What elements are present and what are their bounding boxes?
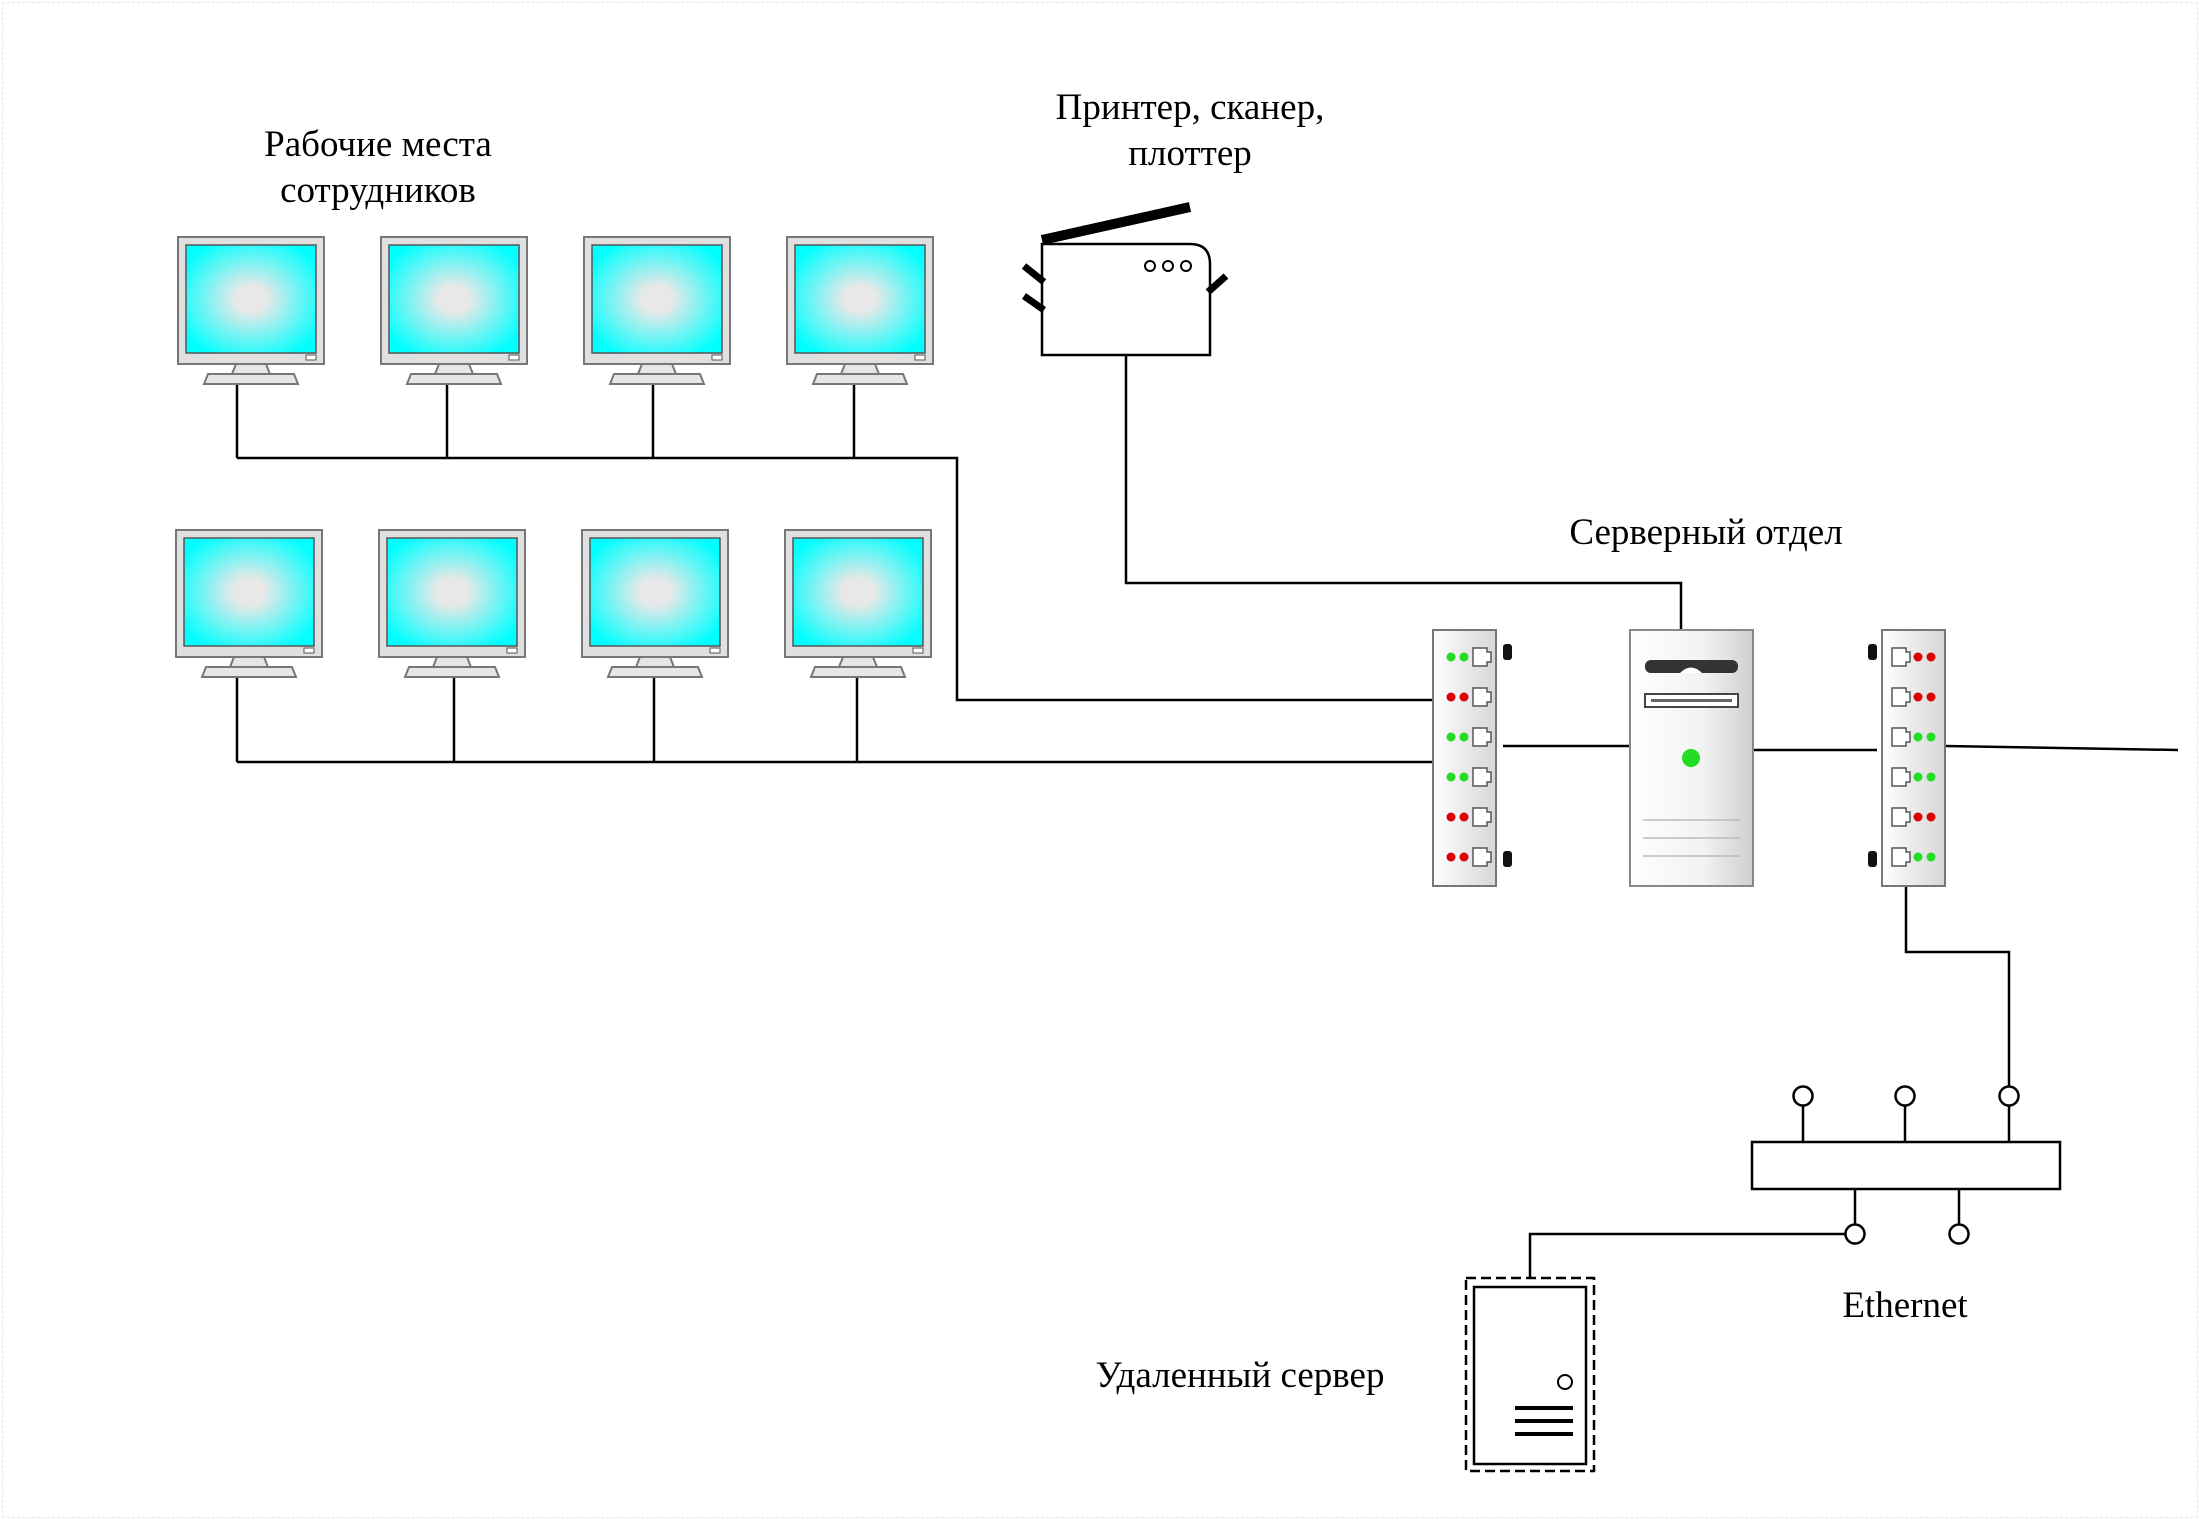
status-led — [1913, 812, 1923, 822]
remote-server-label: Удаленный сервер — [1070, 1353, 1410, 1399]
switch-port — [1472, 807, 1492, 827]
status-led — [1913, 732, 1923, 742]
status-led — [1926, 692, 1936, 702]
ethernet-label-text: Ethernet — [1842, 1285, 1968, 1326]
switch-port — [1472, 727, 1492, 747]
monitor-icon — [581, 529, 729, 678]
network-wires — [235, 355, 2179, 1278]
printer-label: Принтер, сканер, плоттер — [1030, 85, 1350, 177]
status-led — [1446, 772, 1456, 782]
status-led — [1446, 732, 1456, 742]
switch-port — [1891, 727, 1911, 747]
switch-icon — [1868, 629, 1946, 887]
status-led — [1459, 692, 1469, 702]
printer-label-line1: Принтер, сканер, — [1055, 87, 1325, 128]
printer-icon — [1021, 202, 1229, 357]
switch-port — [1472, 647, 1492, 667]
monitor-icon — [378, 529, 526, 678]
switch-port — [1891, 687, 1911, 707]
monitor-icon — [784, 529, 932, 678]
server-department-label-text: Серверный отдел — [1569, 512, 1843, 553]
server-tower-icon — [1629, 629, 1754, 887]
status-led — [1446, 812, 1456, 822]
remote-server-icon — [1464, 1276, 1596, 1473]
monitor-icon — [380, 236, 528, 385]
monitor-icon — [177, 236, 325, 385]
switch-icon — [1432, 629, 1512, 887]
remote-server-label-text: Удаленный сервер — [1095, 1355, 1385, 1396]
status-led — [1926, 652, 1936, 662]
status-led — [1926, 852, 1936, 862]
workstations-bottom-row — [175, 529, 932, 678]
status-led — [1913, 772, 1923, 782]
ethernet-bus-icon — [1750, 1085, 2062, 1245]
status-led — [1926, 812, 1936, 822]
switch-port — [1472, 687, 1492, 707]
status-led — [1459, 852, 1469, 862]
workstations-top-row — [177, 236, 934, 385]
status-led — [1913, 692, 1923, 702]
printer-label-line2: плоттер — [1128, 133, 1252, 174]
status-led — [1459, 812, 1469, 822]
status-led — [1926, 772, 1936, 782]
status-led — [1459, 652, 1469, 662]
status-led — [1459, 772, 1469, 782]
status-led — [1913, 852, 1923, 862]
switch-port — [1891, 767, 1911, 787]
status-led — [1913, 652, 1923, 662]
monitor-icon — [786, 236, 934, 385]
switch-port — [1891, 807, 1911, 827]
switch-port — [1472, 847, 1492, 867]
monitor-icon — [175, 529, 323, 678]
status-led — [1926, 732, 1936, 742]
status-led — [1446, 692, 1456, 702]
ethernet-label: Ethernet — [1805, 1283, 2005, 1329]
status-led — [1446, 852, 1456, 862]
workstations-label-line1: Рабочие места — [264, 124, 492, 165]
workstations-label: Рабочие места сотрудников — [228, 122, 528, 214]
monitor-icon — [583, 236, 731, 385]
switch-port — [1891, 847, 1911, 867]
switch-port — [1891, 647, 1911, 667]
status-led — [1446, 652, 1456, 662]
switch-port — [1472, 767, 1492, 787]
status-led — [1459, 732, 1469, 742]
workstations-label-line2: сотрудников — [280, 170, 476, 211]
server-department-label: Серверный отдел — [1546, 510, 1866, 556]
